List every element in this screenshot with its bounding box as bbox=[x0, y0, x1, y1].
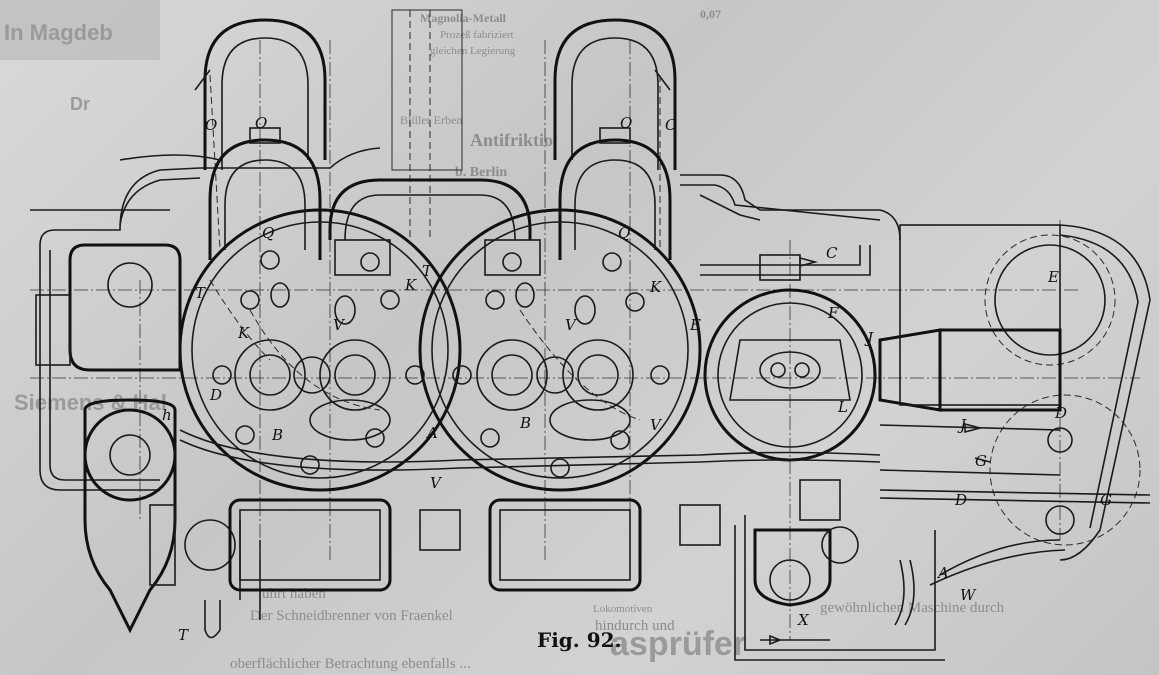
label-e-right: E bbox=[1047, 268, 1059, 286]
bg-text-top-6: b. Berlin bbox=[455, 165, 507, 180]
label-o-right-2: O bbox=[665, 116, 677, 134]
left-end-housing bbox=[35, 243, 236, 639]
label-o-left-2: O bbox=[255, 114, 267, 132]
label-e-left: E bbox=[689, 316, 701, 334]
bg-text-body-1: Der Schneidbrenner von Fraenkel bbox=[250, 608, 453, 624]
label-d-left: D bbox=[209, 386, 222, 404]
bg-text-top-7: Bliller Erben bbox=[400, 113, 462, 127]
label-j: J bbox=[957, 416, 967, 434]
label-k-right: K bbox=[649, 278, 662, 296]
bg-text-top-3: gleichen Legierung bbox=[430, 45, 516, 57]
label-o-left: O bbox=[205, 116, 217, 134]
label-f: F bbox=[827, 304, 839, 322]
compressor-unit bbox=[703, 224, 1116, 462]
label-k-left: K bbox=[237, 324, 250, 342]
valve-domes bbox=[208, 127, 672, 276]
label-o-right: O bbox=[620, 114, 632, 132]
label-b-left: B bbox=[271, 426, 283, 444]
label-b-right: B bbox=[519, 414, 531, 432]
left-cylinder bbox=[178, 208, 462, 492]
bg-text-body-6: Lokomotiven bbox=[593, 603, 653, 615]
bg-text-top-1: Magnolia-Metall bbox=[420, 11, 507, 25]
label-j-small: J bbox=[864, 329, 874, 347]
label-g-right: G bbox=[1100, 491, 1112, 509]
crank-cases bbox=[228, 479, 859, 607]
pipework bbox=[30, 154, 1061, 641]
figure-caption: Fig. 92. bbox=[537, 628, 622, 652]
label-t-center: T bbox=[422, 262, 433, 280]
label-d-far-right: D bbox=[1054, 404, 1067, 422]
bg-text-top-2: Prozeß fabriziert bbox=[440, 29, 514, 41]
label-a-center: A bbox=[425, 424, 438, 442]
bg-text-top-right: 0,07 bbox=[700, 7, 721, 21]
label-x: X bbox=[797, 611, 810, 629]
label-h: h bbox=[162, 406, 172, 424]
bg-text-top-5: Antifriktio bbox=[470, 130, 553, 150]
label-w: W bbox=[960, 586, 977, 604]
upper-u-pipes bbox=[194, 9, 677, 251]
center-lines bbox=[30, 40, 1140, 640]
label-q-left: Q bbox=[262, 224, 274, 242]
right-cylinder bbox=[418, 208, 702, 492]
label-t-left: T bbox=[195, 284, 206, 302]
bg-text-body-2: hindurch und bbox=[595, 618, 675, 634]
belt-drive bbox=[879, 224, 1151, 586]
label-t-bottom: T bbox=[178, 626, 189, 644]
label-a-right: A bbox=[936, 564, 949, 582]
bg-text-body-4: oberflächlicher Betrachtung ebenfalls ..… bbox=[230, 656, 471, 672]
label-c: C bbox=[826, 244, 838, 262]
label-v-lower: V bbox=[650, 416, 663, 434]
label-q-right: Q bbox=[618, 224, 630, 242]
label-g: G bbox=[975, 452, 987, 470]
label-v-bottom: V bbox=[430, 474, 443, 492]
label-k-mid: K bbox=[404, 276, 417, 294]
label-v-left: V bbox=[333, 316, 346, 334]
flow-arrows bbox=[769, 256, 991, 646]
bg-text-body-5: asprüfer bbox=[610, 625, 746, 663]
bg-text-left-word: Dr bbox=[70, 94, 90, 114]
label-l: L bbox=[837, 398, 848, 416]
bg-text-top-left: In Magdeb bbox=[4, 20, 113, 45]
reference-labels: O O O O Q Q T T T K K K V V V V B B A A … bbox=[162, 114, 1112, 644]
label-v-right: V bbox=[565, 316, 578, 334]
label-d-right: D bbox=[954, 491, 967, 509]
